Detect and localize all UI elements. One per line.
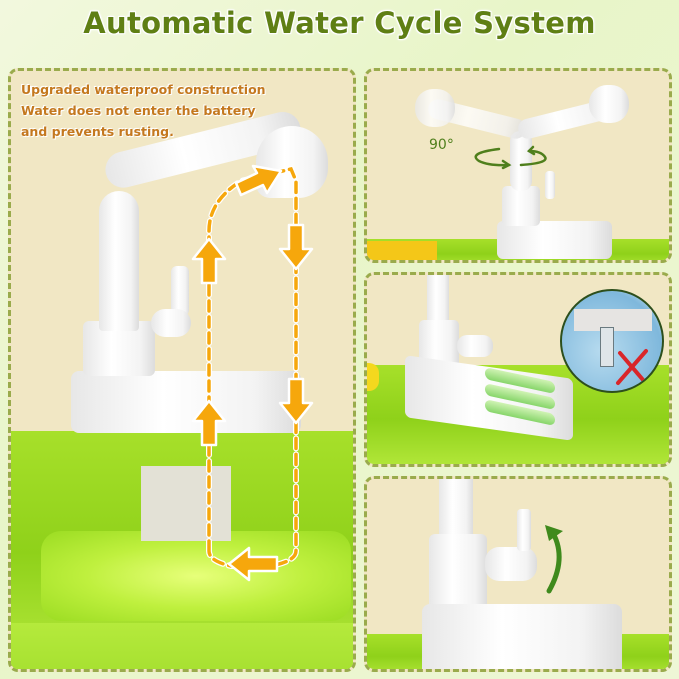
inset-housing bbox=[574, 309, 652, 331]
faucet-collar bbox=[502, 186, 540, 226]
caption-line-3: and prevents rusting. bbox=[21, 124, 174, 139]
faucet-head-right bbox=[589, 85, 629, 123]
pump-housing bbox=[141, 466, 231, 541]
faucet-stem bbox=[510, 131, 532, 191]
faucet-head-left bbox=[415, 89, 455, 127]
faucet-knob bbox=[457, 335, 493, 357]
caption-line-1: Upgraded waterproof construction bbox=[21, 82, 266, 97]
no-water-x-icon bbox=[616, 349, 648, 385]
faucet-lever bbox=[545, 171, 555, 199]
yellow-spot bbox=[367, 363, 379, 391]
waterproof-inset-circle bbox=[560, 289, 664, 393]
sink-rim bbox=[11, 623, 353, 669]
faucet-lever bbox=[171, 266, 189, 316]
inset-battery bbox=[600, 327, 614, 367]
faucet-stem bbox=[439, 479, 473, 539]
faucet-knob bbox=[485, 547, 537, 581]
rotation-angle-label: 90° bbox=[429, 137, 454, 153]
switch-panel bbox=[364, 476, 672, 672]
battery-panel bbox=[364, 272, 672, 467]
arrow-right-up-icon bbox=[234, 164, 283, 197]
faucet-base bbox=[422, 604, 622, 669]
faucet-stem bbox=[427, 275, 449, 325]
faucet-base bbox=[497, 221, 612, 259]
faucet-lever bbox=[517, 509, 531, 551]
arrow-up-icon bbox=[191, 399, 227, 447]
rotate-arrow-icon bbox=[474, 145, 547, 170]
faucet-knob bbox=[151, 309, 191, 337]
water-surface bbox=[41, 531, 351, 621]
page-title: Automatic Water Cycle System bbox=[83, 6, 596, 40]
yellow-tray bbox=[367, 241, 437, 260]
arrow-down-icon bbox=[278, 377, 314, 425]
faucet-base bbox=[71, 371, 301, 433]
caption-line-2: Water does not enter the battery bbox=[21, 103, 256, 118]
main-panel-water-cycle: Upgraded waterproof construction Water d… bbox=[8, 68, 356, 672]
rotation-panel: 90° bbox=[364, 68, 672, 263]
arrow-left-icon bbox=[227, 546, 279, 582]
caption-text: Upgraded waterproof construction Water d… bbox=[21, 79, 321, 142]
curved-arrow-up-icon bbox=[545, 525, 563, 594]
faucet-stem bbox=[99, 191, 139, 331]
arrow-up-icon bbox=[191, 237, 227, 285]
water-flow-arrows bbox=[191, 164, 314, 582]
arrow-down-icon bbox=[278, 223, 314, 271]
